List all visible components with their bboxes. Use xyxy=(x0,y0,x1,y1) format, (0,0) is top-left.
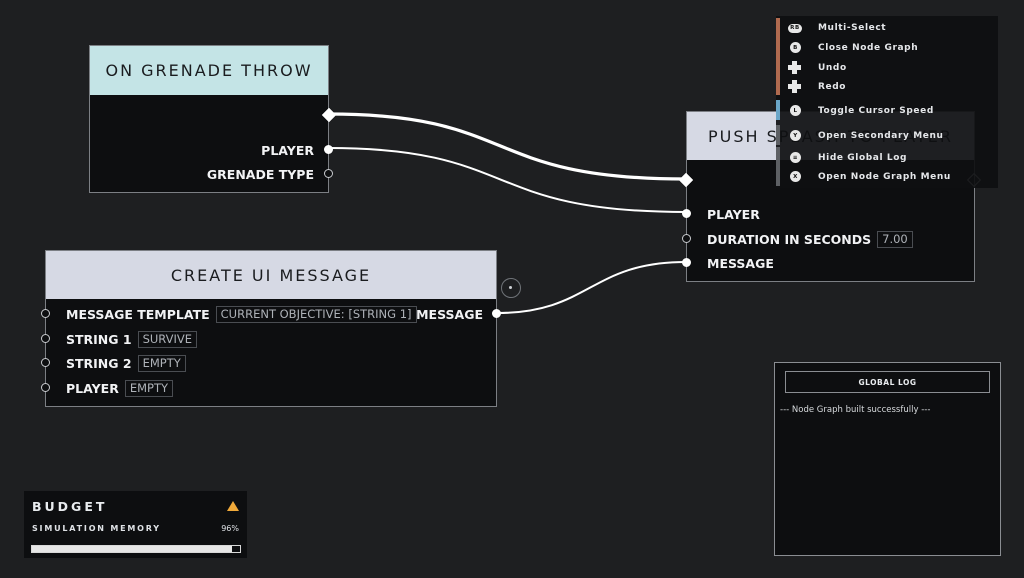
message-output-pin[interactable] xyxy=(492,309,501,318)
hint-accent-bar xyxy=(776,100,780,120)
hint-row: Undo xyxy=(788,61,847,74)
pin-row-message-output: MESSAGE xyxy=(416,305,483,323)
hint-accent-bar xyxy=(776,75,780,95)
hint-accent-bar xyxy=(776,56,780,76)
budget-title: BUDGET xyxy=(32,499,108,514)
controller-button-icon: B xyxy=(790,42,801,53)
pin-row-message: MESSAGE xyxy=(707,254,774,272)
hint-label: Hide Global Log xyxy=(818,152,908,163)
node-header: ON GRENADE THROW xyxy=(90,46,328,95)
message-input-pin[interactable] xyxy=(682,258,691,267)
grenade-type-output-pin[interactable] xyxy=(324,169,333,178)
hint-row: ≡ Hide Global Log xyxy=(788,152,907,163)
pin-label: MESSAGE TEMPLATE xyxy=(66,306,210,322)
global-log-panel: GLOBAL LOG --- Node Graph built successf… xyxy=(774,362,1001,556)
controller-button-icon: X xyxy=(790,171,801,182)
hint-label: Open Node Graph Menu xyxy=(818,171,951,182)
hint-row: B Close Node Graph xyxy=(788,42,918,53)
simulation-memory-bar xyxy=(31,545,241,553)
dpad-icon xyxy=(788,61,801,74)
hint-accent-bar xyxy=(776,18,780,38)
player-wire xyxy=(327,147,687,213)
hint-label: Open Secondary Menu xyxy=(818,130,944,141)
pin-row-player: PLAYER xyxy=(261,141,314,159)
node-on-grenade-throw[interactable]: ON GRENADE THROW PLAYER GRENADE TYPE xyxy=(89,45,337,193)
controller-button-icon: RB xyxy=(788,23,802,33)
node-create-ui-message[interactable]: CREATE UI MESSAGE MESSAGE TEMPLATE CURRE… xyxy=(41,250,501,407)
node-title: ON GRENADE THROW xyxy=(105,61,313,80)
controller-button-icon: Y xyxy=(790,130,801,141)
simulation-memory-bar-fill xyxy=(32,546,232,552)
hint-accent-bar xyxy=(776,166,780,186)
dpad-icon xyxy=(788,80,801,93)
pin-row-duration: DURATION IN SECONDS 7.00 xyxy=(707,230,913,248)
pin-row-player: PLAYER EMPTY xyxy=(66,379,174,397)
node-title: CREATE UI MESSAGE xyxy=(170,265,372,285)
hint-accent-bar xyxy=(776,125,780,145)
message-template-input-pin[interactable] xyxy=(41,309,50,318)
simulation-memory-label: SIMULATION MEMORY xyxy=(32,524,161,533)
duration-value-field[interactable]: 7.00 xyxy=(877,230,913,248)
hint-row: Y Open Secondary Menu xyxy=(788,130,943,141)
pin-label: MESSAGE xyxy=(416,306,483,322)
message-template-value-field[interactable]: CURRENT OBJECTIVE: [STRING 1] xyxy=(215,305,417,323)
hint-label: Undo xyxy=(818,62,847,73)
hint-label: Toggle Cursor Speed xyxy=(818,105,934,116)
hint-row: RB Multi-Select xyxy=(788,23,886,33)
pin-row-message-template: MESSAGE TEMPLATE CURRENT OBJECTIVE: [STR… xyxy=(66,305,417,323)
pin-label: MESSAGE xyxy=(707,255,774,271)
global-log-title: GLOBAL LOG xyxy=(785,371,990,393)
cursor-reticle xyxy=(501,278,521,298)
pin-label: STRING 1 xyxy=(66,331,132,347)
exec-wire xyxy=(327,112,687,181)
simulation-memory-percent: 96% xyxy=(221,524,239,533)
hint-accent-bar xyxy=(776,37,780,57)
pin-label: PLAYER xyxy=(261,142,314,158)
global-log-entry: --- Node Graph built successfully --- xyxy=(780,405,931,415)
hint-label: Multi-Select xyxy=(818,23,887,33)
pin-label: GRENADE TYPE xyxy=(206,166,314,182)
hint-label: Redo xyxy=(818,81,847,92)
controller-button-icon: ≡ xyxy=(790,152,801,163)
budget-panel: BUDGET SIMULATION MEMORY 96% xyxy=(24,491,247,558)
hint-label: Close Node Graph xyxy=(818,42,919,53)
message-wire xyxy=(496,261,687,314)
controller-button-icon: L xyxy=(790,105,801,116)
hint-row: X Open Node Graph Menu xyxy=(788,171,951,182)
string2-value-field[interactable]: EMPTY xyxy=(137,354,186,372)
pin-row-player: PLAYER xyxy=(707,205,760,223)
duration-input-pin[interactable] xyxy=(682,234,691,243)
exec-output-pin[interactable] xyxy=(321,107,337,123)
hint-row: L Toggle Cursor Speed xyxy=(788,105,934,116)
pin-label: PLAYER xyxy=(66,380,119,396)
string2-input-pin[interactable] xyxy=(41,358,50,367)
player-input-pin[interactable] xyxy=(41,383,50,392)
pin-label: STRING 2 xyxy=(66,355,132,371)
exec-input-pin[interactable] xyxy=(678,172,694,188)
string1-input-pin[interactable] xyxy=(41,334,50,343)
hint-row: Redo xyxy=(788,80,846,93)
player-input-pin[interactable] xyxy=(682,209,691,218)
pin-row-string2: STRING 2 EMPTY xyxy=(66,354,186,372)
string1-value-field[interactable]: SURVIVE xyxy=(137,330,198,348)
pin-row-grenade-type: GRENADE TYPE xyxy=(207,165,314,183)
hint-accent-bar xyxy=(776,147,780,167)
pin-label: DURATION IN SECONDS xyxy=(707,231,872,247)
pin-label: PLAYER xyxy=(707,206,760,222)
pin-row-string1: STRING 1 SURVIVE xyxy=(66,330,198,348)
node-header: CREATE UI MESSAGE xyxy=(46,251,496,299)
player-output-pin[interactable] xyxy=(324,145,333,154)
player-value-field[interactable]: EMPTY xyxy=(124,379,174,397)
warning-icon xyxy=(227,501,239,511)
